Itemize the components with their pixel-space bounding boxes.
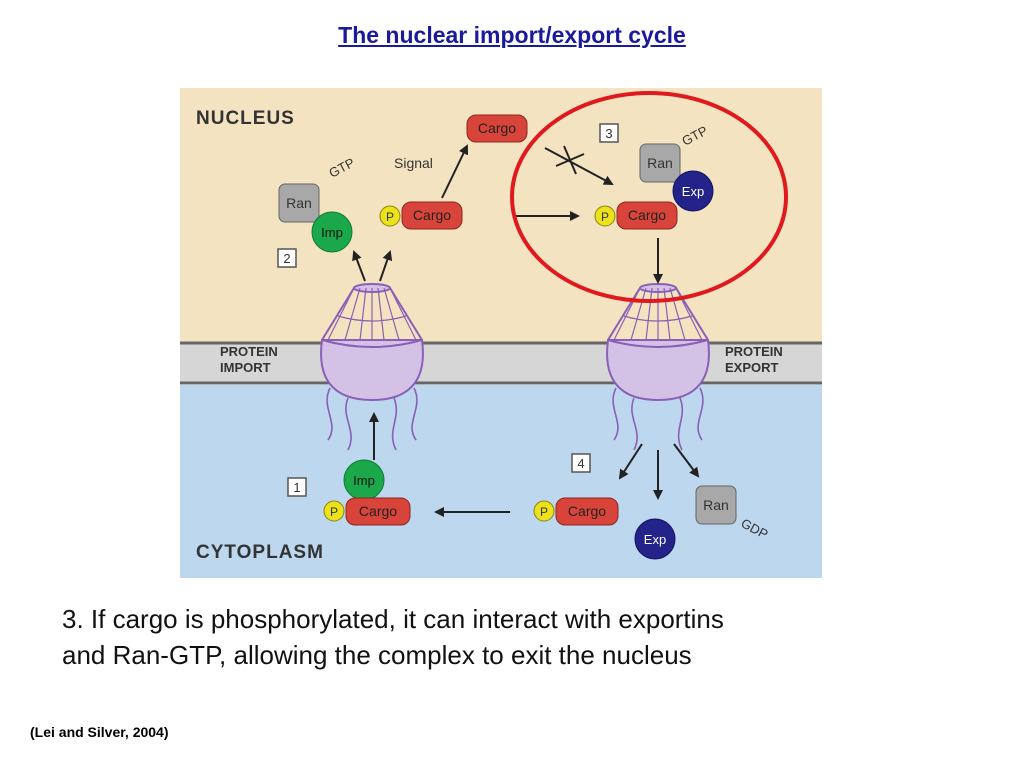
svg-text:P: P bbox=[601, 210, 609, 224]
explanation-line-1: 3. If cargo is phosphorylated, it can in… bbox=[62, 604, 724, 634]
ran-gdp-released: Ran GDP bbox=[695, 485, 771, 542]
protein-import-label-line1: PROTEIN bbox=[220, 344, 278, 359]
svg-text:Imp: Imp bbox=[321, 225, 343, 240]
arrow-cargo-to-complex-blocked bbox=[544, 147, 614, 185]
export-pore bbox=[606, 283, 710, 451]
svg-text:P: P bbox=[330, 505, 338, 519]
svg-text:Cargo: Cargo bbox=[478, 120, 516, 136]
phosphorylated-cargo-cytoplasm: P Cargo bbox=[533, 497, 619, 526]
protein-export-label-line2: EXPORT bbox=[725, 360, 779, 375]
signal-label: Signal bbox=[394, 155, 433, 171]
arrow-pore-to-imp bbox=[352, 250, 366, 282]
svg-text:Cargo: Cargo bbox=[359, 503, 397, 519]
svg-text:Cargo: Cargo bbox=[568, 503, 606, 519]
citation: (Lei and Silver, 2004) bbox=[30, 724, 169, 740]
explanation-text: 3. If cargo is phosphorylated, it can in… bbox=[62, 602, 982, 674]
svg-text:Ran: Ran bbox=[647, 155, 673, 171]
svg-text:Ran: Ran bbox=[703, 497, 729, 513]
slide-title: The nuclear import/export cycle bbox=[338, 22, 686, 48]
protein-import-label-line2: IMPORT bbox=[220, 360, 271, 375]
import-pore bbox=[320, 283, 424, 451]
protein-export-label-line1: PROTEIN bbox=[725, 344, 783, 359]
cytoplasm-label: CYTOPLASM bbox=[196, 542, 324, 563]
svg-text:2: 2 bbox=[283, 251, 290, 266]
step-box-2: 2 bbox=[277, 248, 297, 268]
arrow-signal-to-cargo bbox=[441, 144, 469, 199]
step-box-3: 3 bbox=[599, 123, 619, 143]
nuclear-transport-diagram: NUCLEUS CYTOPLASM PROTEIN IMPORT PROTEIN… bbox=[180, 88, 822, 578]
svg-text:Cargo: Cargo bbox=[413, 207, 451, 223]
exportin-released: Exp bbox=[634, 518, 676, 560]
svg-text:Imp: Imp bbox=[353, 473, 375, 488]
step-box-1: 1 bbox=[287, 477, 307, 497]
arrow-pore-to-cargo bbox=[379, 250, 393, 282]
svg-text:1: 1 bbox=[293, 480, 300, 495]
phosphorylated-cargo-nucleus: P Cargo bbox=[379, 201, 463, 230]
explanation-line-2: and Ran-GTP, allowing the complex to exi… bbox=[62, 639, 692, 670]
imp-cargo-complex-cytoplasm: Imp P Cargo bbox=[323, 459, 411, 526]
svg-text:P: P bbox=[540, 505, 548, 519]
nucleus-label: NUCLEUS bbox=[196, 108, 295, 129]
svg-text:4: 4 bbox=[577, 456, 584, 471]
svg-text:3: 3 bbox=[605, 126, 612, 141]
svg-text:Exp: Exp bbox=[682, 184, 704, 199]
step-box-4: 4 bbox=[571, 453, 591, 473]
svg-text:Exp: Exp bbox=[644, 532, 666, 547]
blocked-cross bbox=[555, 145, 585, 175]
cargo-top: Cargo bbox=[466, 114, 528, 143]
step-3-highlight-circle bbox=[510, 91, 788, 303]
arrow-export-to-ran bbox=[673, 443, 700, 478]
svg-text:P: P bbox=[386, 210, 394, 224]
svg-text:Cargo: Cargo bbox=[628, 207, 666, 223]
cytoplasm-region bbox=[180, 385, 822, 578]
arrow-export-to-cargo bbox=[618, 443, 643, 480]
membrane-band bbox=[180, 343, 822, 383]
svg-text:Ran: Ran bbox=[286, 195, 312, 211]
